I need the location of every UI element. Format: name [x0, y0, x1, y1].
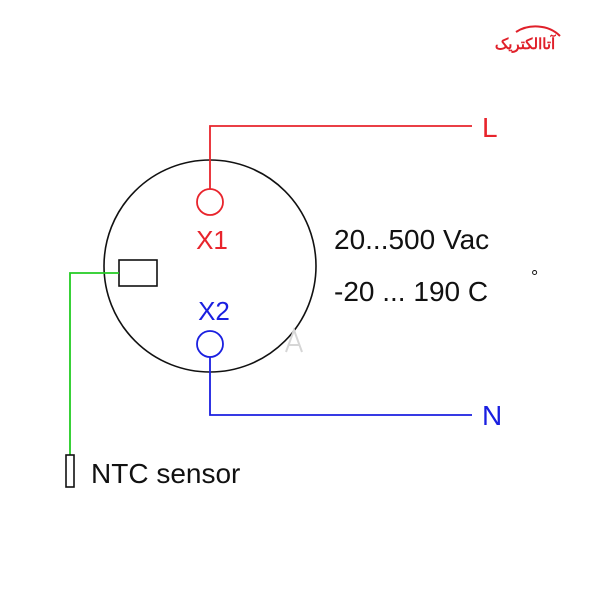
brand-logo: آتاالکتریک [495, 25, 561, 53]
degree-symbol: ° [531, 267, 538, 287]
line-live-label: L [482, 112, 498, 143]
line-neutral-label: N [482, 400, 502, 431]
terminal-x1-label: X1 [196, 225, 228, 255]
terminal-x2-label: X2 [198, 296, 230, 326]
temperature-spec: -20 ... 190 C [334, 276, 488, 307]
terminal-x1 [196, 188, 224, 216]
voltage-spec: 20...500 Vac [334, 224, 489, 255]
sensor-wire [69, 272, 119, 455]
logo-text: آتاالکتریک [495, 34, 557, 53]
neutral-wire [209, 357, 472, 416]
sensor-connector [118, 259, 158, 287]
live-wire [209, 125, 472, 189]
ntc-sensor-probe [65, 454, 75, 488]
sensor-label: NTC sensor [91, 458, 240, 489]
logo-swoosh-icon [515, 25, 561, 37]
watermark-icon [285, 327, 303, 353]
terminal-x2 [196, 330, 224, 358]
